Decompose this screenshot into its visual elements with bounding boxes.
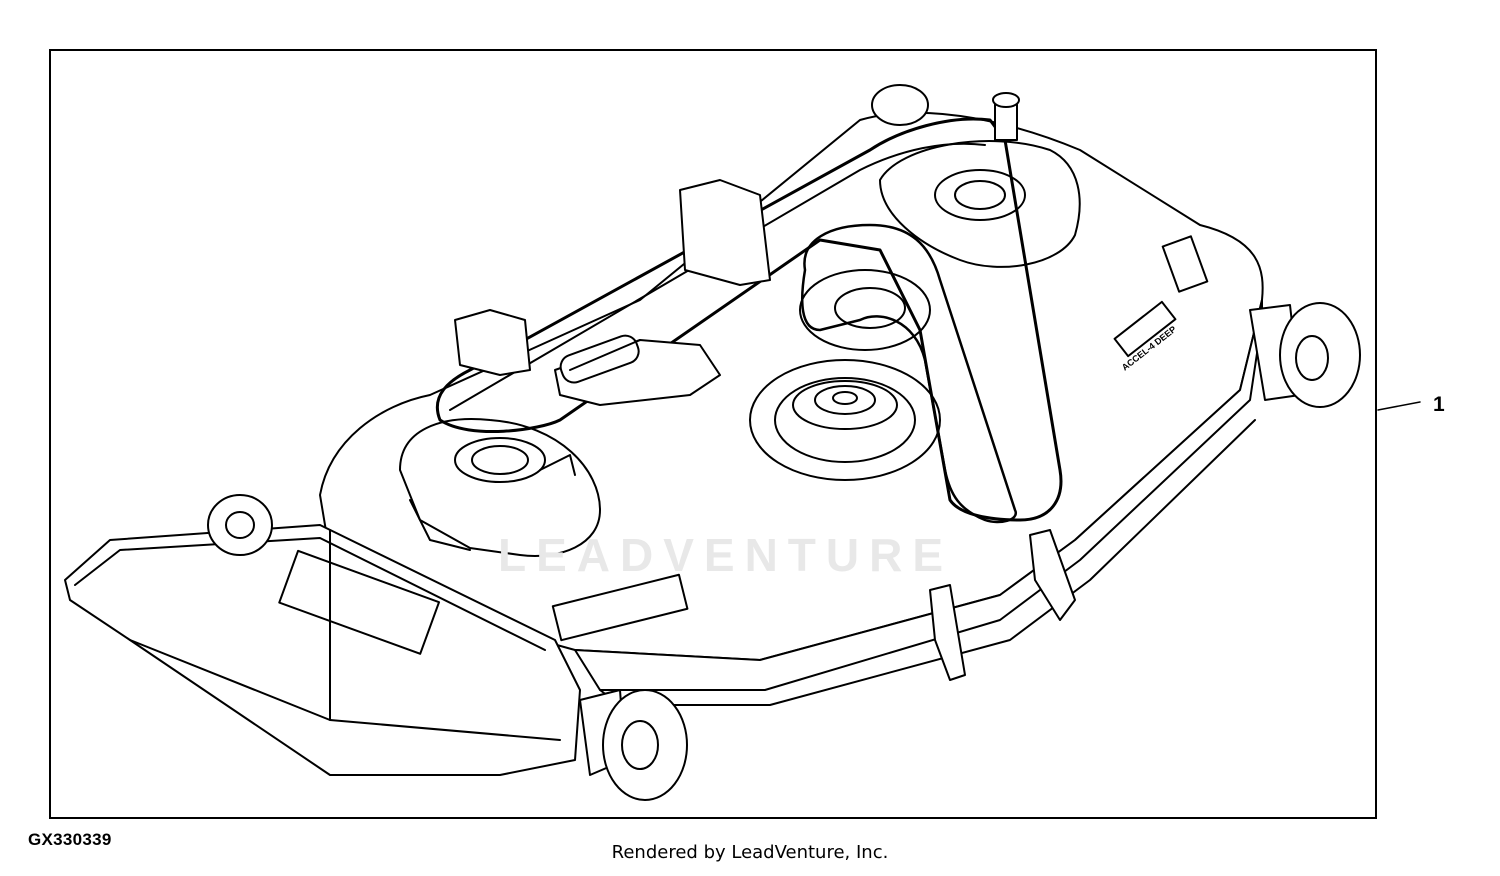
v-belt bbox=[800, 223, 1017, 524]
left-bracket bbox=[454, 309, 531, 376]
danger-decal-right bbox=[1161, 235, 1209, 293]
render-credit: Rendered by LeadVenture, Inc. bbox=[611, 842, 889, 863]
front-gauge-wheel bbox=[579, 689, 688, 801]
callout-1-leader bbox=[1377, 401, 1421, 411]
skirt-bracket-mid bbox=[929, 584, 966, 681]
left-spindle-housing bbox=[399, 418, 601, 557]
grease-post bbox=[992, 92, 1020, 141]
rear-bracket bbox=[679, 179, 771, 286]
left-gauge-wheel bbox=[207, 494, 273, 556]
diagram-frame bbox=[49, 49, 1377, 819]
idler-arm bbox=[554, 334, 721, 406]
belt-guard-rod-inner bbox=[449, 142, 986, 411]
figure-id: GX330339 bbox=[28, 830, 112, 849]
callout-number: 1 bbox=[1433, 393, 1445, 416]
right-spindle-housing bbox=[879, 140, 1081, 268]
rear-gauge-wheel bbox=[871, 84, 929, 126]
accel-deep-decal bbox=[1113, 300, 1177, 358]
skirt-bracket-right bbox=[1029, 529, 1076, 621]
right-gauge-wheel bbox=[1249, 302, 1361, 408]
watermark: LEADVENTURE bbox=[498, 529, 954, 581]
belt-guard-rod bbox=[435, 117, 1063, 522]
